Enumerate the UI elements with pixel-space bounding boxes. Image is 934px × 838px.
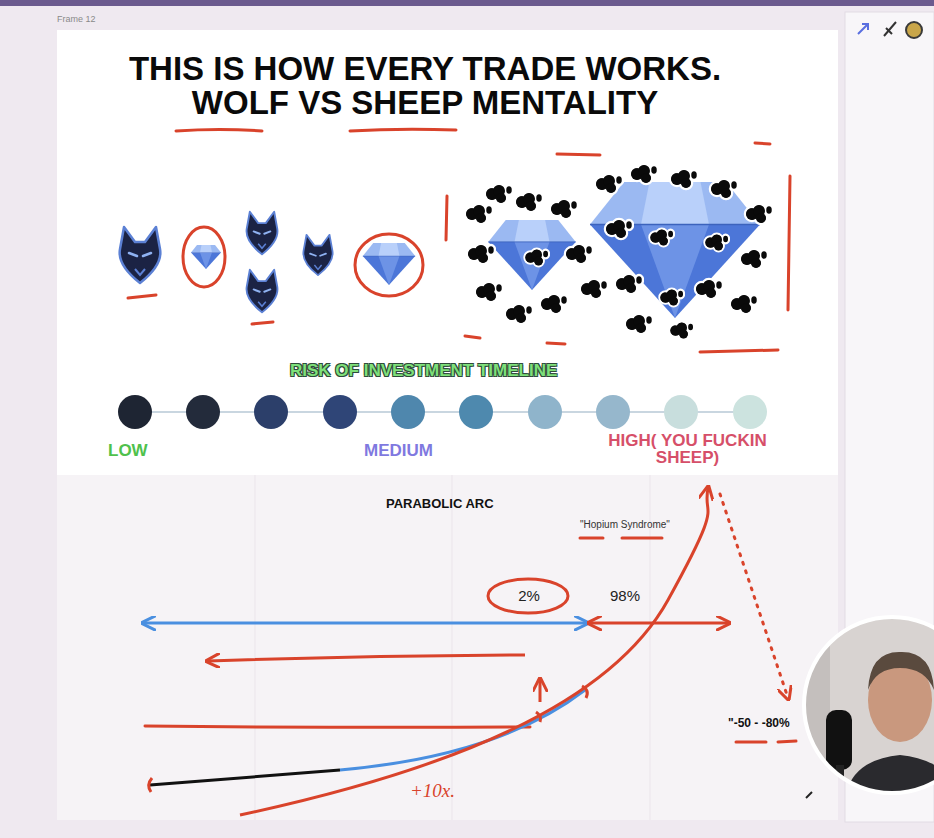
percent-large: 98% — [610, 587, 640, 604]
drawdown-note: "-50 - -80% — [728, 716, 790, 730]
timeline-heading: RISK OF INVESTMENT TIMELINE — [290, 361, 557, 381]
gain-note: +10x. — [410, 780, 455, 802]
risk-low: LOW — [108, 441, 148, 461]
percent-small: 2% — [510, 587, 548, 604]
frame-name: Frame 12 — [57, 14, 96, 24]
chart-title: PARABOLIC ARC — [386, 496, 494, 511]
risk-high: HIGH( YOU FUCKIN SHEEP) — [585, 432, 790, 466]
risk-medium: MEDIUM — [364, 441, 433, 461]
hopium-note: "Hopium Syndrome" — [580, 519, 670, 530]
slide-title: THIS IS HOW EVERY TRADE WORKS. WOLF VS S… — [80, 52, 770, 120]
